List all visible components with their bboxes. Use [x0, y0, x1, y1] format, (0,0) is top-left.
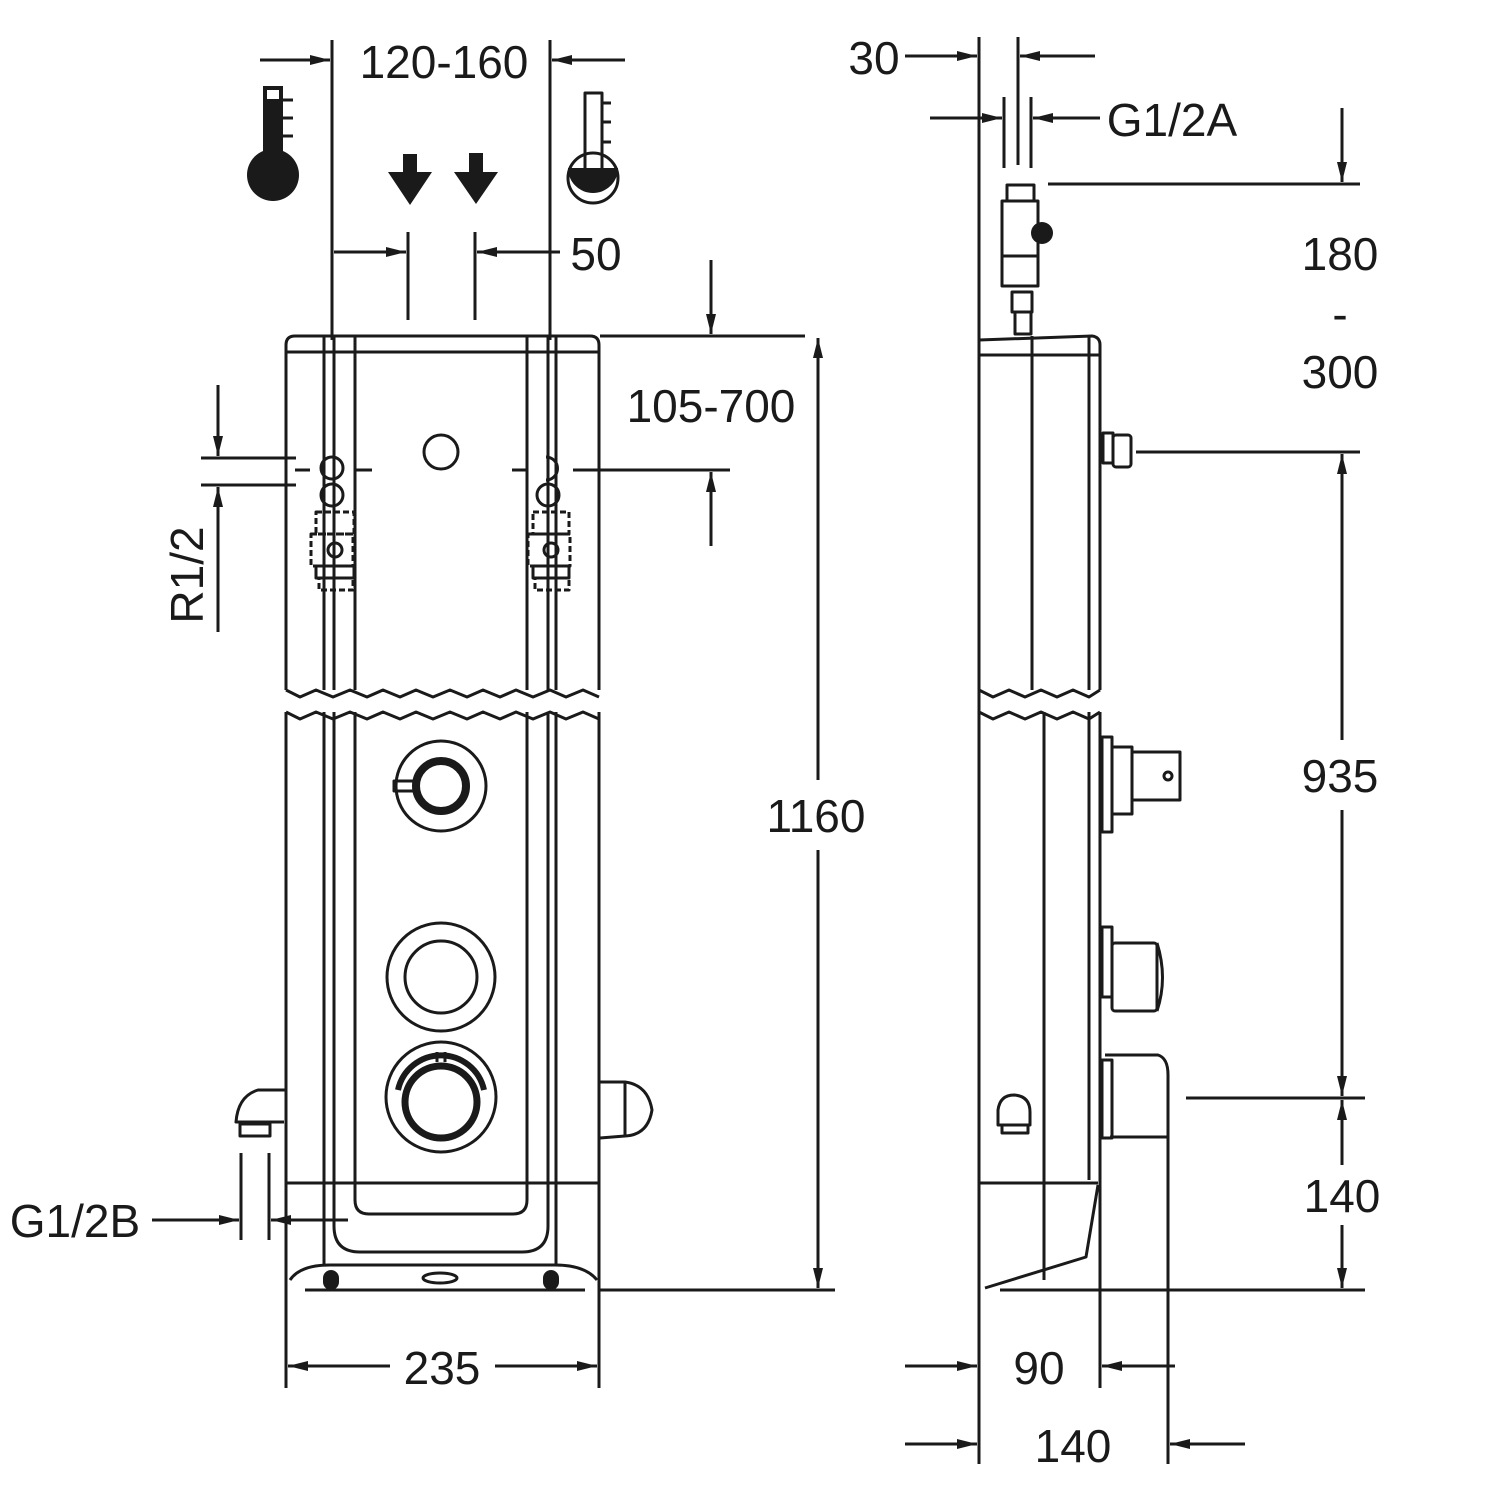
dimension-label-top-height-min: 180: [1302, 228, 1379, 280]
front-view: 120-160: [10, 36, 866, 1394]
dimension-label-total-depth: 140: [1035, 1420, 1112, 1472]
dimension-label-outlet-thread: G1/2B: [10, 1195, 140, 1247]
dimension-width: 235: [284, 1290, 601, 1394]
thermostat-knob: [384, 1040, 498, 1154]
side-spout: [996, 1093, 1032, 1135]
left-supply-valve: [295, 455, 372, 592]
dimension-outlet-spacing: 50: [334, 228, 622, 320]
flow-knob: [385, 921, 497, 1033]
dimension-total-height: 1160: [599, 338, 866, 1292]
dimension-label-upper-span: 935: [1302, 750, 1379, 802]
side-body: [977, 334, 1133, 1388]
cold-thermometer-icon: [247, 86, 299, 201]
dimension-label-top-height-sep: -: [1332, 288, 1347, 340]
dimension-label-top-thread: G1/2A: [1107, 94, 1238, 146]
side-diverter-knob: [1100, 735, 1182, 834]
dimension-label-body-depth: 90: [1013, 1342, 1064, 1394]
top-connection-valve: [1000, 183, 1053, 336]
dimension-label-supply-height: 105-700: [627, 380, 796, 432]
diverter-knob: [392, 739, 488, 833]
dimension-label-lower-span: 140: [1304, 1170, 1381, 1222]
dimension-top-thread: G1/2A: [930, 94, 1238, 168]
dimension-total-depth: 140: [905, 1100, 1245, 1472]
dimension-upper-span: 935: [1136, 450, 1379, 1100]
dimension-label-width: 235: [404, 1342, 481, 1394]
dimension-lower-span: 140: [1000, 1100, 1381, 1292]
hose-connector: [599, 1080, 654, 1140]
hot-thermometer-icon: [566, 91, 620, 205]
dimension-top-height: 180 - 300: [1048, 108, 1378, 398]
mounting-hole: [422, 433, 460, 471]
side-flow-knob: [1100, 925, 1164, 1013]
dimension-label-top-height-max: 300: [1302, 346, 1379, 398]
dimension-label-total-height: 1160: [767, 790, 866, 842]
dimension-label-inlet-thread: R1/2: [161, 526, 213, 623]
right-supply-valve: [512, 455, 572, 592]
down-arrow-icon: [388, 154, 432, 205]
spout-outlet: [234, 1088, 285, 1138]
side-thermostat-knob: [1100, 1053, 1170, 1140]
dimension-body-depth: 90: [905, 1342, 1175, 1394]
dimension-label-supply-spacing: 120-160: [360, 36, 529, 88]
dimension-label-outlet-spacing: 50: [570, 228, 621, 280]
down-arrow-icon: [454, 153, 498, 204]
dimension-label-top-offset: 30: [848, 32, 899, 84]
panel-body-lower: [284, 712, 601, 1292]
dimension-inlet-thread: R1/2: [161, 385, 296, 632]
dimension-supply-height: 105-700: [573, 260, 805, 546]
dimension-top-offset: 30: [848, 32, 1095, 1290]
dimension-supply-spacing: 120-160: [260, 36, 625, 340]
dimension-outlet-thread: G1/2B: [10, 1153, 348, 1247]
side-view: 30 G1/2A 180 - 300: [848, 32, 1380, 1472]
